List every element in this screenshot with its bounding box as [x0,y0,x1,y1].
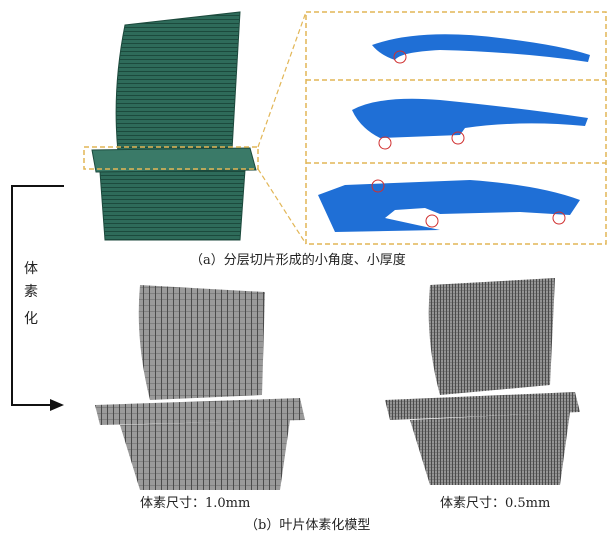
defect-marker [425,214,439,228]
caption-a: （a）分层切片形成的小角度、小厚度 [190,253,406,268]
defect-marker [451,131,465,145]
arrow-label-char: 体 [24,261,38,277]
voxel-model-0_5mm [385,278,580,485]
zoom-guide-line [257,168,307,245]
defect-marker [552,211,566,225]
zoom-region-box [83,146,259,170]
slice-3 [318,180,580,232]
slice-detail-panels [305,11,607,245]
defect-marker [378,136,392,150]
voxelization-arrow [11,185,64,411]
zoom-guide-line [257,11,307,148]
slice-1 [372,34,590,62]
voxel-size-label-right: 体素尺寸：0.5mm [440,496,551,511]
arrow-label-char: 化 [24,311,38,327]
arrow-label-char: 素 [24,284,38,300]
sliced-blade-model [91,11,257,241]
voxel-size-label-left: 体素尺寸：1.0mm [140,496,251,511]
caption-b: （b）叶片体素化模型 [245,518,371,533]
slice-2 [352,98,588,138]
defect-marker [393,50,407,64]
defect-marker [371,179,385,193]
voxel-model-1mm [95,285,305,490]
